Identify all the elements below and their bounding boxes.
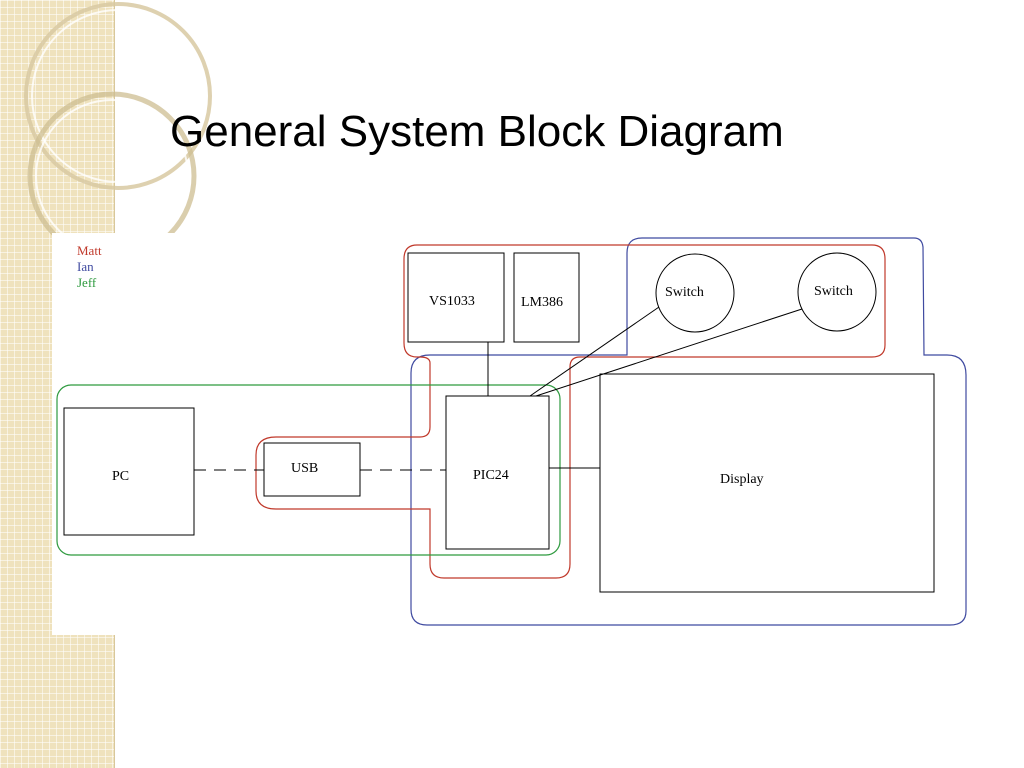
decorative-ring-large-inner	[31, 9, 205, 183]
pic24-block	[445, 395, 550, 550]
vs1033-label: VS1033	[429, 294, 475, 309]
display-block	[599, 373, 935, 593]
switch-2-pic24-link	[535, 308, 803, 397]
block-diagram: Matt Ian Jeff PC USB PIC24 VS1033 LM386 …	[52, 233, 977, 635]
slide-title: General System Block Diagram	[170, 107, 784, 156]
diagram-canvas	[56, 237, 967, 626]
pic24-label: PIC24	[473, 468, 509, 483]
legend-jeff: Jeff	[77, 275, 97, 290]
legend-matt: Matt	[77, 243, 102, 258]
switch-2-block	[797, 252, 877, 332]
switch-1-block	[655, 253, 735, 333]
usb-label: USB	[291, 461, 319, 476]
matt-region-outline	[255, 244, 886, 579]
vs1033-block	[407, 252, 505, 343]
jeff-region-outline	[56, 384, 561, 556]
pc-block	[63, 407, 195, 536]
switch-2-label: Switch	[814, 284, 853, 299]
legend: Matt Ian Jeff	[77, 243, 102, 291]
display-label: Display	[720, 472, 764, 487]
switch-1-pic24-link	[529, 306, 660, 397]
ian-region-outline	[410, 237, 967, 626]
switch-1-label: Switch	[665, 285, 704, 300]
lm386-block	[513, 252, 580, 343]
decorative-ring-large	[24, 2, 212, 190]
lm386-label: LM386	[521, 295, 563, 310]
pc-label: PC	[112, 469, 130, 484]
legend-ian: Ian	[77, 259, 94, 274]
